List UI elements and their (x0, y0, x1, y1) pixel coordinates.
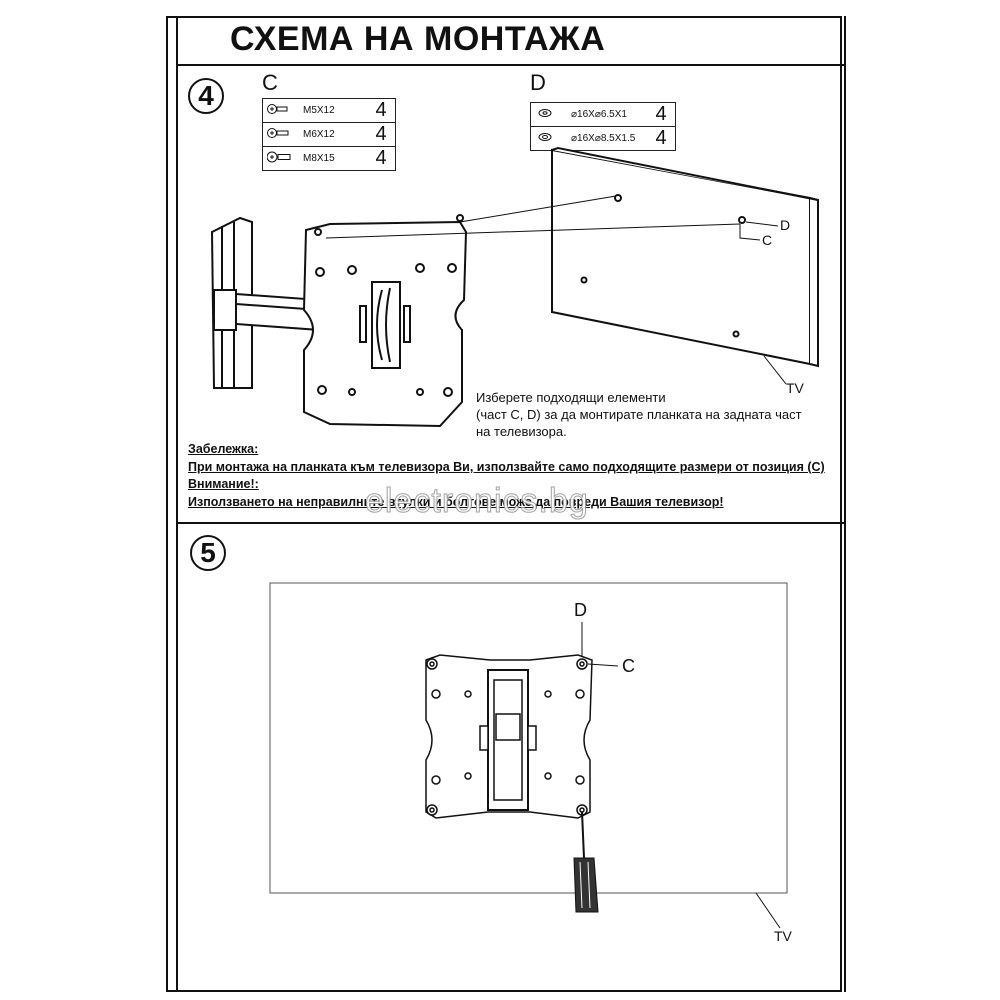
part-qty: 4 (367, 98, 396, 123)
guide-line (325, 223, 741, 239)
group-d-label: D (530, 70, 546, 95)
section-divider (176, 522, 844, 524)
screw-icon (267, 128, 293, 142)
leader-c (739, 224, 761, 241)
leader-tv (763, 355, 787, 385)
tv-back-panel (269, 582, 788, 894)
page-frame (166, 16, 842, 992)
part-qty: 4 (647, 126, 676, 151)
group-c-label: C (262, 70, 278, 95)
table-row: ⌀16X⌀8.5X1.5 4 (530, 126, 676, 151)
callout-d: D (574, 600, 587, 620)
leader-d (745, 221, 779, 227)
warning-heading: Внимание!: (188, 477, 259, 491)
screw-icon (267, 104, 293, 118)
vesa-bracket (302, 214, 468, 428)
tv-label: TV (774, 928, 792, 944)
leader-c (587, 663, 619, 667)
page-title: СХЕМА НА МОНТАЖА (230, 20, 606, 58)
guide-line (459, 195, 617, 223)
table-row: M8X15 4 (262, 146, 396, 171)
tv-label: TV (786, 380, 804, 396)
step-5-number: 5 (190, 535, 226, 571)
wall-plate (210, 216, 253, 389)
screw-icon (266, 151, 293, 166)
group-d-parts-table: ⌀16X⌀6.5X1 4 ⌀16X⌀8.5X1.5 4 (530, 102, 676, 151)
part-size: M8X15 (299, 146, 367, 171)
inner-right-border (844, 16, 846, 992)
note-heading: Забележка: (188, 442, 259, 456)
warning-text: Използването на неправилните втулки и бо… (188, 495, 724, 509)
callout-c: C (622, 656, 635, 676)
step-4-number: 4 (188, 78, 224, 114)
tv-back-panel (551, 146, 819, 368)
note-text: При монтажа на планката към телевизора В… (188, 460, 825, 474)
callout-c: C (762, 232, 773, 248)
part-size: ⌀16X⌀8.5X1.5 (567, 126, 647, 151)
leader-tv (755, 892, 781, 929)
callout-d: D (780, 217, 791, 233)
part-qty: 4 (367, 146, 396, 171)
inner-left-border (176, 16, 178, 992)
washer-icon (535, 109, 555, 122)
screwdriver (573, 811, 599, 913)
title-divider (176, 64, 844, 66)
group-c-parts-table: M5X12 4 M6X12 4 M8X15 4 (262, 98, 396, 171)
mounting-instruction: Изберете подходящи елементи (част C, D) … (476, 390, 802, 439)
washer-icon (535, 133, 555, 146)
watermark: electronics.bg (365, 482, 589, 521)
vesa-bracket (425, 654, 593, 819)
table-row: M5X12 4 (262, 98, 396, 123)
